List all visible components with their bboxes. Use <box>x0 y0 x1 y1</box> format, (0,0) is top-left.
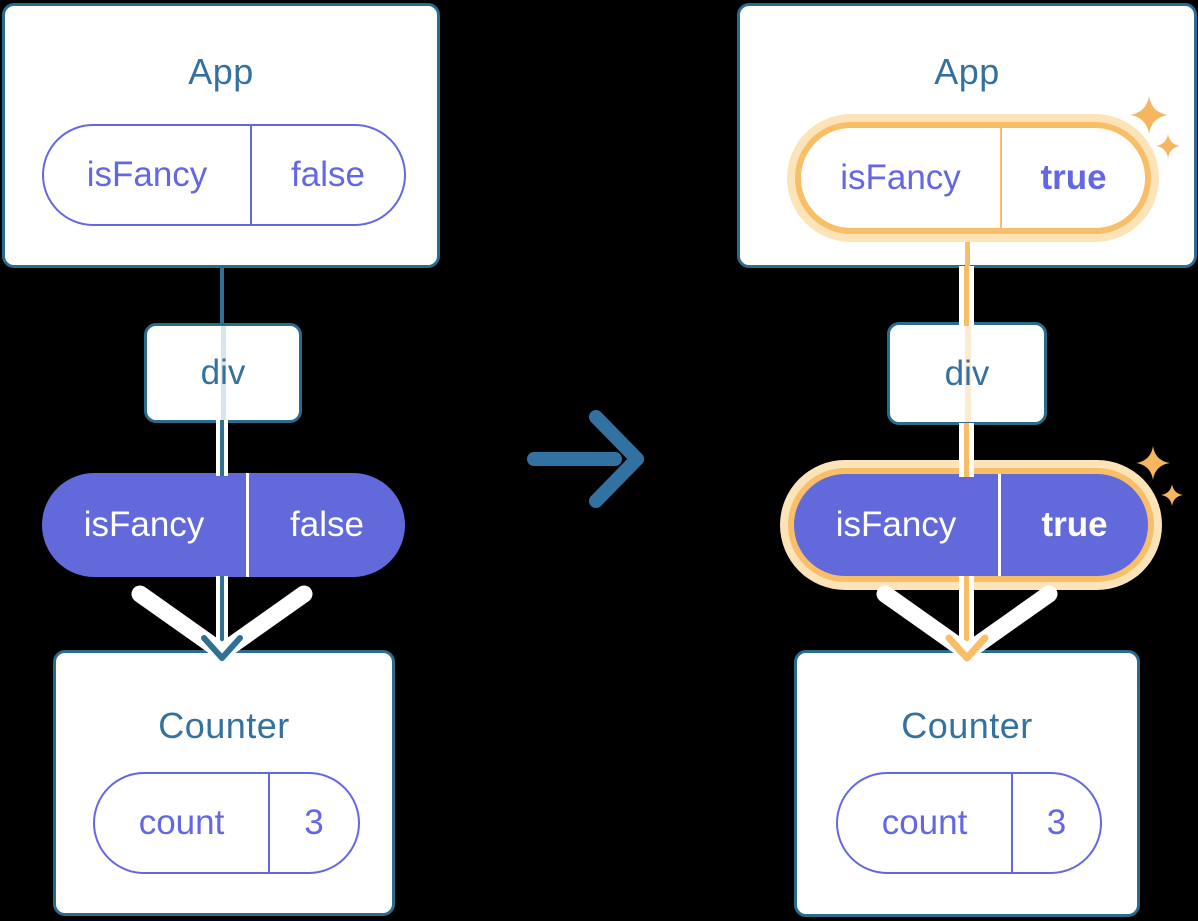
pill-key: count <box>95 774 270 872</box>
pill-value: true <box>1040 158 1107 197</box>
prop-pill-isfancy: isFancy false <box>42 124 406 226</box>
transition-right-arrow-icon <box>527 410 644 508</box>
div-node-box-before: div <box>144 323 302 423</box>
pill-value: true <box>1041 505 1108 544</box>
pill-value: 3 <box>1046 803 1067 842</box>
app-title: App <box>934 51 1000 92</box>
prop-pill-isfancy-highlighted: isFancy true <box>795 122 1151 234</box>
pass-through-line <box>221 326 226 420</box>
pill-value: false <box>291 155 365 194</box>
pass-through-line <box>965 325 971 422</box>
app-component-box-before: App isFancy false <box>2 3 440 268</box>
state-pill-count: count 3 <box>93 772 360 874</box>
app-title: App <box>188 51 254 92</box>
state-pill-count: count 3 <box>836 772 1102 874</box>
connector-div-pill <box>964 423 969 477</box>
pill-key: isFancy <box>801 128 1002 228</box>
sparkles-icon <box>1136 446 1183 506</box>
div-node-box-after: div <box>887 322 1047 425</box>
counter-component-box-before: Counter count 3 <box>53 650 395 916</box>
pill-value: false <box>290 505 364 544</box>
counter-component-box-after: Counter count 3 <box>794 650 1140 917</box>
counter-title: Counter <box>901 705 1033 746</box>
pill-key: isFancy <box>44 126 252 224</box>
pill-value: 3 <box>304 803 324 842</box>
connector-div-pill <box>220 420 224 476</box>
prop-flow-line <box>965 228 970 268</box>
sparkles-icon <box>1130 96 1180 158</box>
counter-title: Counter <box>158 705 290 746</box>
pill-key: count <box>838 774 1013 872</box>
connector-pill-counter <box>220 576 224 654</box>
connector-app-div <box>964 266 969 326</box>
passed-prop-pill-highlighted: isFancy true <box>794 474 1148 576</box>
connector-pill-counter <box>964 576 969 654</box>
pass-down-arrow-icon <box>876 585 1058 662</box>
passed-prop-pill: isFancy false <box>42 473 405 577</box>
connector-app-div <box>220 266 224 326</box>
pill-key: isFancy <box>794 474 1001 576</box>
div-label: div <box>200 353 246 392</box>
pass-down-arrow-icon <box>131 585 313 661</box>
app-component-box-after: App isFancy true <box>737 3 1197 268</box>
pill-key: isFancy <box>42 473 249 577</box>
div-label: div <box>944 353 990 393</box>
